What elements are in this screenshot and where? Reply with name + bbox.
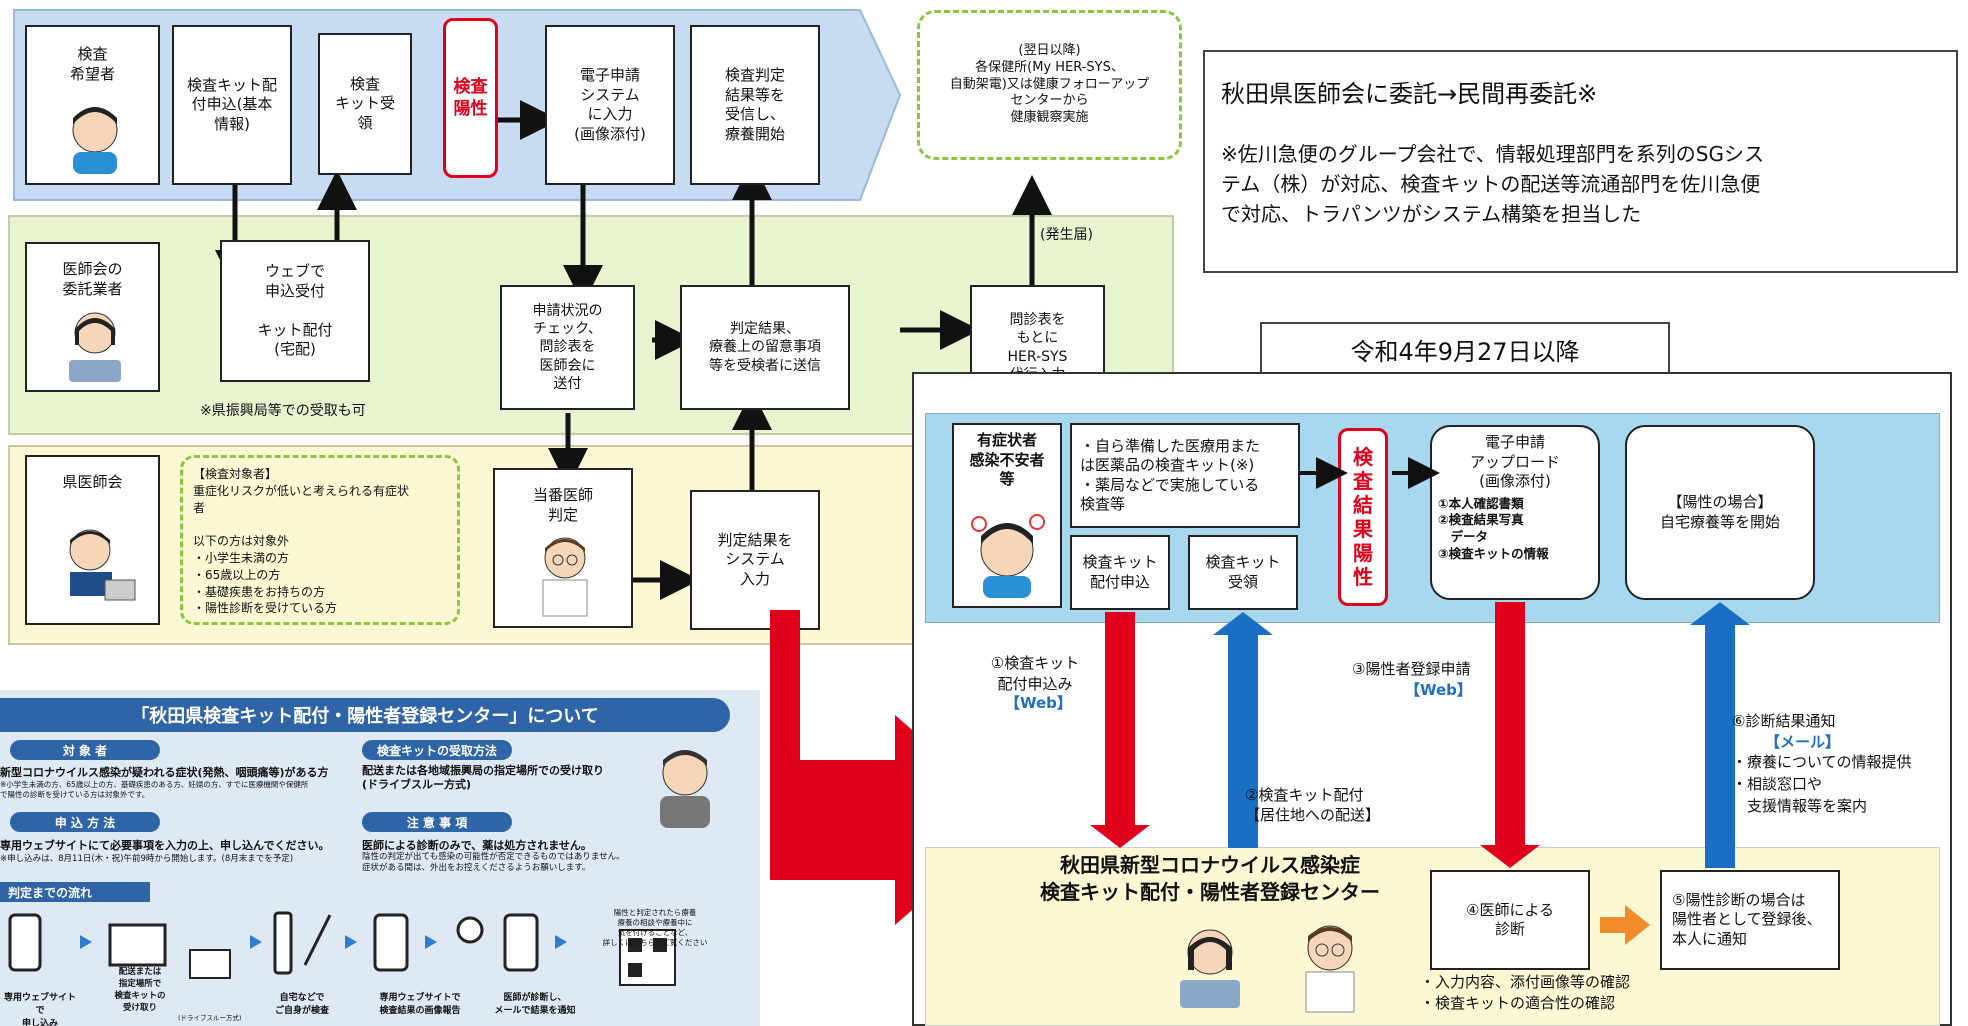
flyer-apply-text: 専用ウェブサイトにて必要事項を入力の上、申し込んでください。 xyxy=(0,839,330,852)
flyer-caution-head: 注 意 事 項 xyxy=(362,812,512,832)
web-accept-box: ウェブで 申込受付 キット配付 (宅配) xyxy=(220,240,370,382)
contractor-person-icon xyxy=(69,312,121,382)
flyer-apply-sub: ※申し込みは、8月11日(木・祝)午前9時から開始します。(8月末までを予定) xyxy=(0,854,294,864)
step4-box: ④医師による 診断 xyxy=(1430,870,1590,970)
judge-result-box: 判定結果、 療養上の留意事項 等を受検者に送信 xyxy=(680,285,850,410)
flyer-flow-end: 陽性と判定されたら療養 療養の相談や療養中に 気を付けることなど、 詳しくはこち… xyxy=(602,908,708,948)
step1-label: ①検査キット 配付申込み xyxy=(990,654,1080,693)
new-kit-receive-box: 検査キット 受領 xyxy=(1188,535,1298,610)
flyer-step-2b: (ドライブスルー方式) xyxy=(178,1014,242,1022)
flyer-flow-head: 判定までの流れ xyxy=(0,882,150,902)
flyer-step-1: 専用ウェブサイトで 申し込み xyxy=(3,993,76,1026)
result-receive-box: 検査判定 結果等を 受信し、 療養開始 xyxy=(690,25,820,185)
target-note: 【検査対象者】 重症化リスクが低いと考えられる有症状 者 以下の方は対象外 ・小… xyxy=(180,455,460,625)
flyer-caution-text: 医師による診断のみで、薬は処方されません。 xyxy=(362,839,592,852)
flyer-target-head: 対 象 者 xyxy=(10,740,160,760)
kit-request-box: 検査キット配 付申込(基本 情報) xyxy=(172,25,292,185)
flyer-receive-head: 検査キットの受取方法 xyxy=(362,740,512,760)
date-label: 令和4年9月27日以降 xyxy=(1260,322,1670,377)
flyer-step-4: 専用ウェブサイトで 検査結果の画像報告 xyxy=(379,993,461,1016)
commission-body: ※佐川急便のグループ会社で、情報処理部門を系列のSGシス テム（株）が対応、検査… xyxy=(1221,142,1764,226)
symptom-box: 有症状者 感染不安者 等 xyxy=(952,423,1062,608)
positive-case-box: 【陽性の場合】 自宅療養等を開始 xyxy=(1625,425,1815,600)
flyer-step-5: 医師が診断し、 メールで結果を通知 xyxy=(494,993,576,1016)
center-staff-icon xyxy=(1180,929,1240,1008)
new-positive-box: 検 査 結 果 陽 性 xyxy=(1338,428,1388,606)
report-label: (発生届) xyxy=(1040,227,1093,243)
symptom-person-icon xyxy=(971,514,1045,598)
flyer-caution-sub: 陰性の判定が出ても感染の可能性が否定できるものではありません。 症状がある間は、… xyxy=(362,852,625,874)
step2-label: ②検査キット配付 【居住地への配送】 xyxy=(1245,786,1381,825)
step1-tag: 【Web】 xyxy=(1005,694,1072,712)
flyer-target-sub: ※小学生未満の方、65歳以上の方、基礎疾患のある方、妊婦の方、すでに医療機関や保… xyxy=(0,780,309,799)
medical-assoc-person-icon xyxy=(69,529,136,601)
step6-tag: 【メール】 xyxy=(1765,733,1841,751)
flyer-apply-head: 申 込 方 法 xyxy=(10,812,160,832)
step3-label: ③陽性者登録申請 xyxy=(1352,660,1471,678)
flyer-flow-icons xyxy=(8,911,676,986)
step6-items: ・療養についての情報提供 ・相談窓口や 支援情報等を案内 xyxy=(1732,753,1912,815)
health-center-box: (翌日以降) 各保健所(My HER-SYS、 自動架電)又は健康フォローアップ… xyxy=(917,10,1182,160)
office-note: ※県振興局等での受取も可 xyxy=(200,403,366,419)
e-apply-title: 電子申請 アップロード (画像添付) xyxy=(1469,433,1560,490)
duty-doctor-person-icon xyxy=(542,537,588,617)
system-input-box: 判定結果を システム 入力 xyxy=(690,490,820,630)
check-status-box: 申請状況の チェック、 問診表を 医師会に 送付 xyxy=(500,285,635,410)
commission-title: 秋田県医師会に委託→民間再委託※ xyxy=(1221,80,1598,108)
flyer-target-text: 新型コロナウイルス感染が疑われる症状(発熱、咽頭痛等)がある方 xyxy=(0,766,329,779)
e-apply-items: ①本人確認書類 ②検査結果写真 データ ③検査キットの情報 xyxy=(1438,495,1549,562)
step3-tag: 【Web】 xyxy=(1405,681,1472,699)
checks-text: ・入力内容、添付画像等の確認 ・検査キットの適合性の確認 xyxy=(1420,973,1631,1012)
flyer-title: 「秋田県検査キット配付・陽性者登録センター」について xyxy=(0,698,730,732)
e-apply-rounded-box: 電子申請 アップロード (画像添付) ①本人確認書類 ②検査結果写真 データ ③… xyxy=(1430,425,1600,600)
step5-box: ⑤陽性診断の場合は 陽性者として登録後、 本人に通知 xyxy=(1660,870,1840,970)
step6-label: ⑥診断結果通知 xyxy=(1732,712,1836,730)
flyer-sick-person-icon xyxy=(660,750,710,828)
applicant-person-icon xyxy=(72,107,118,174)
source-box: ・自ら準備した医療用また は医薬品の検査キット(※) ・薬局などで実施している … xyxy=(1070,423,1300,528)
center-doctor-icon xyxy=(1305,925,1355,1013)
positive-box: 検査 陽性 xyxy=(443,18,498,178)
new-kit-request-box: 検査キット 配付申込 xyxy=(1070,535,1170,610)
flyer-step-2: 配送または 指定場所で 検査キットの 受け取り xyxy=(114,967,166,1013)
commission-note: 秋田県医師会に委託→民間再委託※ ※佐川急便のグループ会社で、情報処理部門を系列… xyxy=(1203,50,1958,273)
center-name: 秋田県新型コロナウイルス感染症 検査キット配付・陽性者登録センター xyxy=(1040,853,1380,904)
flyer-receive-text: 配送または各地域振興局の指定場所での受け取り (ドライブスルー方式) xyxy=(362,764,604,792)
flyer-step-3: 自宅などで ご自身が検査 xyxy=(274,993,329,1016)
flyer: 「秋田県検査キット配付・陽性者登録センター」について 対 象 者 新型コロナウイ… xyxy=(0,690,760,1026)
kit-receive-box: 検査 キット受 領 xyxy=(318,33,412,175)
e-apply-box: 電子申請 システム に入力 (画像添付) xyxy=(545,25,675,185)
